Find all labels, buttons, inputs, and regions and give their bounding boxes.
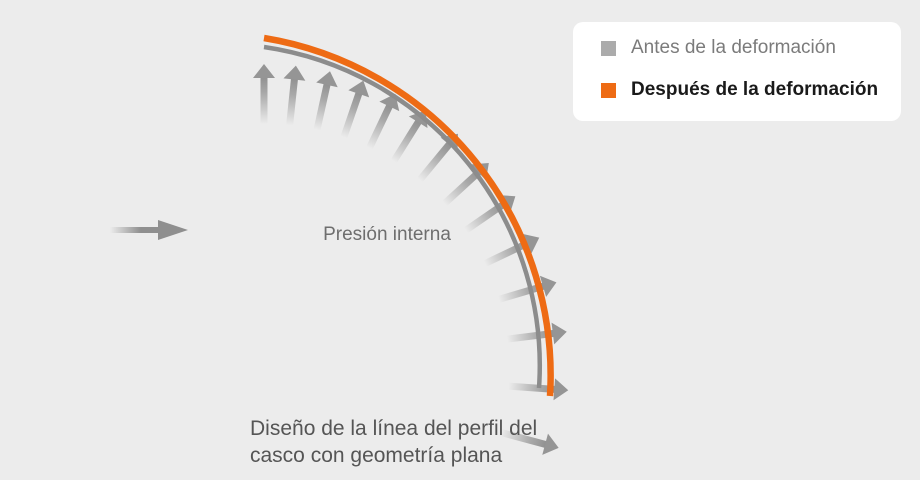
caption-line-1: Diseño de la línea del perfil del: [250, 417, 538, 440]
pressure-arrow-icon: [499, 429, 559, 455]
legend: Antes de la deformación Después de la de…: [573, 22, 901, 121]
caption-line-2: casco con geometría plana: [250, 444, 503, 467]
legend-item-after: Después de la deformación: [601, 79, 878, 101]
left-arrow-icon: [110, 220, 188, 240]
pressure-arrow-icon: [313, 71, 338, 131]
pressure-arrow-icon: [283, 65, 306, 126]
pressure-arrow-icon: [340, 80, 370, 139]
pressure-label: Presión interna: [323, 224, 451, 245]
profile-line-after: [263, 34, 554, 397]
legend-swatch-before: [601, 40, 616, 56]
pressure-arrow-icon: [508, 378, 569, 401]
caption: Diseño de la línea del perfil del casco …: [250, 415, 650, 469]
legend-item-before: Antes de la deformación: [601, 37, 836, 59]
pressure-arrow-icon: [253, 64, 275, 124]
legend-swatch-after: [601, 82, 616, 98]
pressure-arrow-icon: [497, 275, 557, 303]
profile-line-before: [263, 44, 542, 389]
pressure-arrow-icon: [506, 322, 567, 345]
pressure-arrow-icon: [417, 133, 458, 183]
legend-label-before: Antes de la deformación: [631, 37, 836, 58]
legend-label-after: Después de la deformación: [631, 79, 879, 100]
